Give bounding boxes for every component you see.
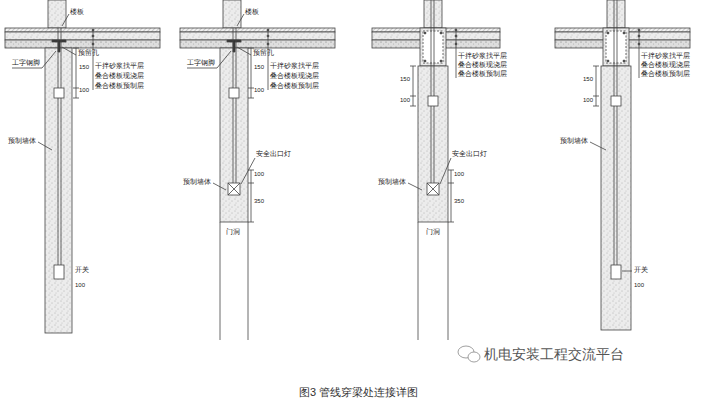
part-label: 楼板 bbox=[245, 8, 259, 16]
layer-label: 干拌砂浆找平层 bbox=[270, 62, 319, 69]
dimension: 100 bbox=[254, 87, 264, 94]
panel-switch-steel bbox=[5, 0, 160, 333]
dimension: 350 bbox=[254, 198, 264, 205]
part-label: 门洞 bbox=[426, 228, 440, 236]
layer-label: 叠合楼板现浇层 bbox=[641, 61, 690, 68]
part-label: 工字钢脚 bbox=[187, 59, 215, 67]
dimension: 100 bbox=[400, 97, 410, 104]
layer-label: 叠合楼板预制层 bbox=[641, 70, 690, 77]
part-label: 开关 bbox=[634, 266, 648, 274]
layer-label: 叠合楼板现浇层 bbox=[458, 61, 507, 68]
part-label: 安全出口灯 bbox=[256, 150, 291, 158]
dimension: 100 bbox=[454, 171, 464, 178]
panel-exit-beam bbox=[372, 0, 500, 340]
layer-label: 叠合楼板现浇层 bbox=[270, 72, 319, 79]
part-label: 安全出口灯 bbox=[452, 150, 487, 158]
part-label: 开关 bbox=[75, 266, 89, 274]
dimension: 150 bbox=[79, 64, 89, 71]
layer-label: 叠合楼板现浇层 bbox=[95, 72, 144, 79]
layer-label: 干拌砂浆找平层 bbox=[95, 62, 144, 69]
watermark-icon bbox=[458, 346, 480, 362]
part-label: 工字钢脚 bbox=[12, 59, 40, 67]
dimension: 150 bbox=[254, 64, 264, 71]
dimension: 100 bbox=[254, 171, 264, 178]
panel-exit-steel bbox=[180, 0, 335, 340]
dimension: 100 bbox=[583, 97, 593, 104]
part-label: 门洞 bbox=[226, 228, 240, 236]
dimension: 100 bbox=[634, 282, 644, 289]
panel-switch-beam bbox=[555, 0, 690, 330]
layer-label: 叠合楼板预制层 bbox=[458, 70, 507, 77]
part-label: 楼板 bbox=[70, 8, 84, 16]
watermark: 机电安装工程交流平台 bbox=[484, 346, 624, 362]
part-label: 预制墙体 bbox=[183, 178, 211, 186]
figure-caption: 图3 管线穿梁处连接详图 bbox=[0, 386, 717, 399]
part-label: 预制墙体 bbox=[378, 178, 406, 186]
dimension: 150 bbox=[400, 76, 410, 83]
layer-label: 干拌砂浆找平层 bbox=[458, 52, 507, 59]
part-label: 预留孔 bbox=[78, 49, 99, 57]
layer-label: 干拌砂浆找平层 bbox=[641, 52, 690, 59]
part-label: 预制墙体 bbox=[560, 137, 588, 145]
dimension: 350 bbox=[454, 198, 464, 205]
part-label: 预制墙体 bbox=[8, 137, 36, 145]
part-label: 预留孔 bbox=[253, 49, 274, 57]
dimension: 100 bbox=[75, 282, 85, 289]
layer-label: 叠合楼板预制层 bbox=[270, 82, 319, 89]
dimension: 100 bbox=[79, 87, 89, 94]
dimension: 150 bbox=[583, 76, 593, 83]
layer-label: 叠合楼板预制层 bbox=[95, 82, 144, 89]
